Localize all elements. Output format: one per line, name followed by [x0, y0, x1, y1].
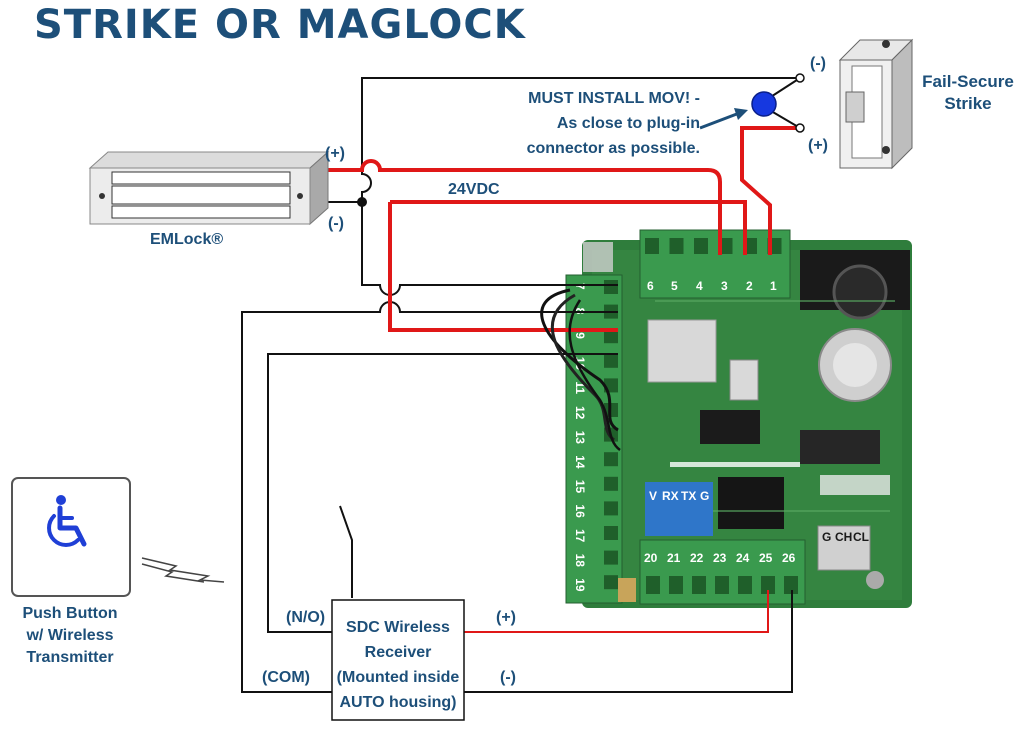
- label-com: (COM): [262, 669, 310, 686]
- blue-term-rx: RX: [662, 489, 679, 503]
- label-mov-line2: As close to plug-in: [557, 115, 700, 132]
- top-terminal-slot: [669, 238, 684, 254]
- left-terminal-number: 19: [573, 578, 587, 592]
- left-terminal-number: 13: [573, 431, 587, 445]
- wireless-signal-icon: [141, 557, 225, 583]
- label-push-line3: Transmitter: [26, 649, 113, 666]
- label-no: (N/O): [286, 609, 325, 626]
- label-emlock-minus: (-): [328, 215, 344, 232]
- top-term-2: 2: [746, 279, 753, 293]
- bottom-terminal-number: 21: [667, 551, 681, 565]
- bottom-terminal-number: 24: [736, 551, 750, 565]
- blue-term-v: V: [649, 489, 657, 503]
- left-terminal-slot: [604, 329, 618, 344]
- left-terminal-number: 18: [573, 554, 587, 568]
- label-strike-minus: (-): [810, 55, 826, 72]
- label-strike-line2: Strike: [944, 94, 991, 113]
- bottom-terminal-number: 26: [782, 551, 796, 565]
- wireless-receiver-box: [331, 599, 465, 721]
- left-terminal-slot: [604, 550, 618, 565]
- label-emlock-plus: (+): [325, 145, 345, 162]
- left-terminal-number: 7: [573, 283, 587, 290]
- left-terminal-number: 17: [573, 529, 587, 543]
- left-terminal-slot: [604, 501, 618, 516]
- gcc-term-ch: CH: [835, 530, 852, 544]
- label-rx-line2: Receiver: [365, 644, 432, 661]
- push-button: [11, 477, 131, 597]
- label-strike-line1: Fail-Secure: [922, 72, 1014, 91]
- label-strike-plus: (+): [808, 137, 828, 154]
- left-terminal-slot: [604, 452, 618, 467]
- wheelchair-icon: [47, 495, 87, 547]
- blue-term-tx: TX: [681, 489, 696, 503]
- label-rx-line4: AUTO housing): [339, 694, 456, 711]
- label-rx-line3: (Mounted inside: [337, 669, 460, 686]
- bottom-terminal-number: 23: [713, 551, 727, 565]
- label-rx-plus: (+): [496, 609, 516, 626]
- label-rx-minus: (-): [500, 669, 516, 686]
- bottom-terminal-slot: [715, 576, 729, 594]
- bottom-terminal-slot: [738, 576, 752, 594]
- mov-component-icon: [751, 91, 777, 117]
- bottom-terminal-slot: [784, 576, 798, 594]
- label-emlock: EMLock®: [150, 231, 223, 248]
- wiring: [241, 73, 805, 693]
- bottom-terminal-slot: [669, 576, 683, 594]
- blue-term-g: G: [700, 489, 709, 503]
- label-push-line1: Push Button: [22, 605, 117, 622]
- emlock-device: [88, 150, 330, 226]
- label-rx-line1: SDC Wireless: [346, 619, 450, 636]
- left-terminal-slot: [604, 353, 618, 368]
- top-terminal-slot: [694, 238, 708, 254]
- bottom-terminal-slot: [692, 576, 706, 594]
- top-term-3: 3: [721, 279, 728, 293]
- label-mov-line3: connector as possible.: [527, 140, 700, 157]
- junction-dot: [357, 197, 367, 207]
- fail-secure-strike: [838, 38, 914, 170]
- control-board: V RX TX G G CH CL 6 5 4 3 2 1 7891011121…: [565, 229, 912, 608]
- label-mov-line1: MUST INSTALL MOV! -: [528, 90, 700, 107]
- top-term-1: 1: [770, 279, 777, 293]
- left-terminal-number: 12: [573, 406, 587, 420]
- label-push-line2: w/ Wireless: [25, 627, 113, 644]
- left-terminal-slot: [604, 575, 618, 590]
- left-terminal-slot: [604, 280, 618, 294]
- left-terminal-number: 16: [573, 504, 587, 518]
- bottom-terminal-number: 25: [759, 551, 773, 565]
- left-terminal-number: 9: [573, 332, 587, 339]
- bottom-terminal-number: 20: [644, 551, 658, 565]
- bottom-terminal-slot: [761, 576, 775, 594]
- gcc-term-cl: CL: [853, 530, 869, 544]
- gcc-term-g: G: [822, 530, 831, 544]
- left-terminal-number: 15: [573, 480, 587, 494]
- bottom-terminal-number: 22: [690, 551, 704, 565]
- left-terminal-slot: [604, 526, 618, 540]
- top-term-4: 4: [696, 279, 703, 293]
- top-term-6: 6: [647, 279, 654, 293]
- left-terminal-number: 14: [573, 455, 587, 469]
- bottom-terminal-slot: [646, 576, 660, 594]
- page-title: STRIKE OR MAGLOCK: [34, 2, 527, 48]
- label-24vdc: 24VDC: [448, 181, 500, 198]
- top-term-5: 5: [671, 279, 678, 293]
- left-terminal-slot: [604, 476, 618, 491]
- top-terminal-slot: [645, 238, 659, 254]
